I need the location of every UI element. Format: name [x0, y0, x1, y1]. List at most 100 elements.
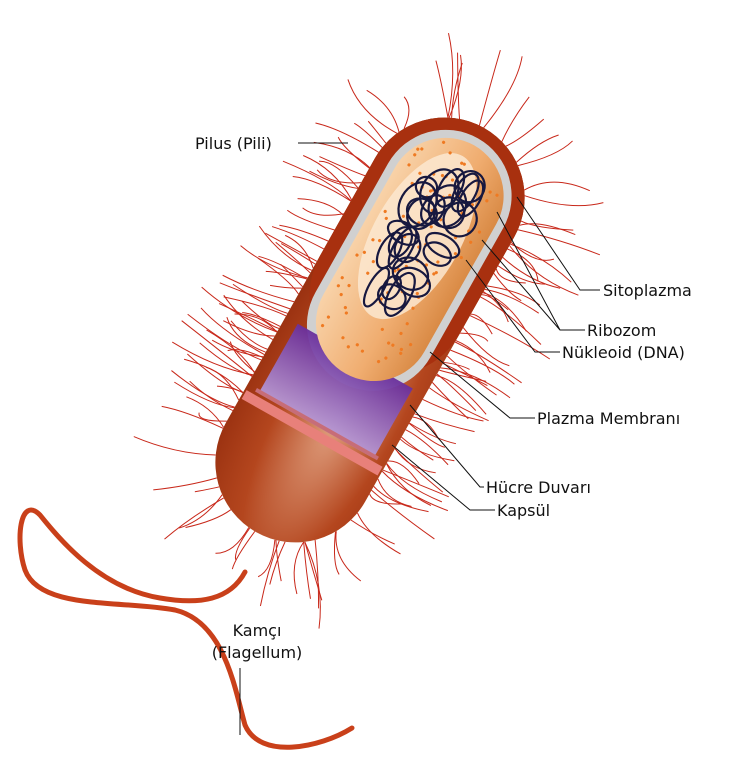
- ribosome: [371, 260, 375, 264]
- pilus: [319, 160, 359, 189]
- pilus: [171, 341, 254, 376]
- pilus: [284, 234, 314, 269]
- ribosome: [355, 253, 359, 257]
- pilus: [230, 320, 268, 350]
- label-cell-wall: Hücre Duvarı: [486, 478, 591, 497]
- pilus: [226, 317, 266, 353]
- dna-loop: [456, 179, 485, 218]
- pilus: [455, 340, 491, 373]
- ribosome: [343, 305, 347, 310]
- pilus: [484, 288, 540, 314]
- flagellum: [17, 507, 355, 750]
- ribosome: [401, 214, 405, 218]
- pilus: [399, 438, 455, 462]
- pilus: [367, 120, 387, 144]
- dna-loop: [377, 283, 407, 311]
- pilus: [435, 60, 449, 118]
- pilus: [517, 229, 601, 256]
- pilus: [493, 273, 522, 302]
- pilus: [271, 226, 325, 250]
- ribosome: [460, 161, 464, 165]
- pilus: [218, 303, 278, 332]
- ribosome: [469, 240, 473, 244]
- pilus: [507, 248, 539, 282]
- dna-loop: [435, 168, 466, 208]
- pilus: [457, 52, 461, 120]
- pilus: [316, 169, 362, 184]
- pilus: [280, 263, 303, 288]
- pilus: [314, 539, 320, 609]
- pilus: [259, 540, 280, 607]
- pilus: [315, 122, 379, 153]
- ribosome: [378, 238, 382, 243]
- pilus: [223, 320, 275, 337]
- ribosome: [418, 171, 422, 175]
- ribosome: [477, 230, 482, 234]
- ribosome: [432, 272, 436, 276]
- pilus: [269, 284, 302, 289]
- pilus: [234, 527, 251, 560]
- ribosome: [383, 209, 387, 214]
- pilus: [451, 62, 463, 118]
- ribosome: [485, 199, 489, 203]
- pilus: [206, 329, 255, 373]
- pilus: [333, 531, 340, 575]
- ribosome: [340, 276, 344, 280]
- ribosome: [448, 151, 452, 155]
- pilus: [335, 531, 362, 582]
- ribosome: [384, 356, 388, 360]
- pilus: [403, 96, 410, 129]
- pilus: [401, 436, 434, 461]
- pilus: [447, 33, 454, 118]
- ribosome: [488, 190, 492, 194]
- label-cytoplasm: Sitoplazma: [603, 281, 692, 300]
- pilus: [201, 286, 278, 333]
- pilus: [187, 313, 262, 361]
- pilus: [242, 312, 281, 327]
- pilus: [442, 363, 488, 386]
- ribosome: [399, 331, 403, 336]
- pilus: [354, 122, 383, 148]
- pilus: [483, 56, 523, 129]
- pilus: [369, 493, 404, 505]
- pilus: [222, 274, 295, 303]
- pilus: [516, 134, 559, 163]
- pilus: [382, 469, 449, 498]
- pilus: [171, 370, 235, 408]
- pilus: [257, 257, 299, 295]
- pilus: [223, 294, 274, 340]
- ribosome: [399, 347, 403, 352]
- pilus: [480, 296, 542, 345]
- pilus: [381, 470, 449, 512]
- label-pilus: Pilus (Pili): [195, 134, 272, 153]
- pilus: [282, 160, 352, 202]
- pilus: [309, 170, 359, 189]
- pilus: [482, 292, 527, 332]
- pilus: [347, 79, 398, 134]
- ribosome: [376, 359, 381, 364]
- pilus: [394, 448, 436, 474]
- pilus: [227, 349, 263, 358]
- ribosome: [362, 250, 366, 254]
- ribosome: [453, 252, 458, 256]
- pilus: [386, 463, 432, 506]
- pilus: [386, 463, 443, 503]
- dna-loop: [395, 266, 432, 298]
- ribosome: [462, 162, 466, 166]
- pili-group: [133, 33, 604, 629]
- pilus: [387, 460, 420, 484]
- ribosome: [440, 173, 445, 178]
- ribosome: [326, 315, 331, 319]
- ribosome: [413, 153, 417, 157]
- pilus: [337, 136, 370, 169]
- pilus: [153, 477, 218, 491]
- pilus: [469, 315, 551, 360]
- pilus: [216, 385, 244, 394]
- pilus: [409, 422, 457, 445]
- ribosome: [320, 324, 325, 328]
- label-flagellum-name: Kamçı: [233, 621, 282, 640]
- pilus: [519, 223, 576, 236]
- pilus: [194, 486, 220, 493]
- ribosome: [411, 306, 415, 310]
- pilus: [292, 175, 352, 202]
